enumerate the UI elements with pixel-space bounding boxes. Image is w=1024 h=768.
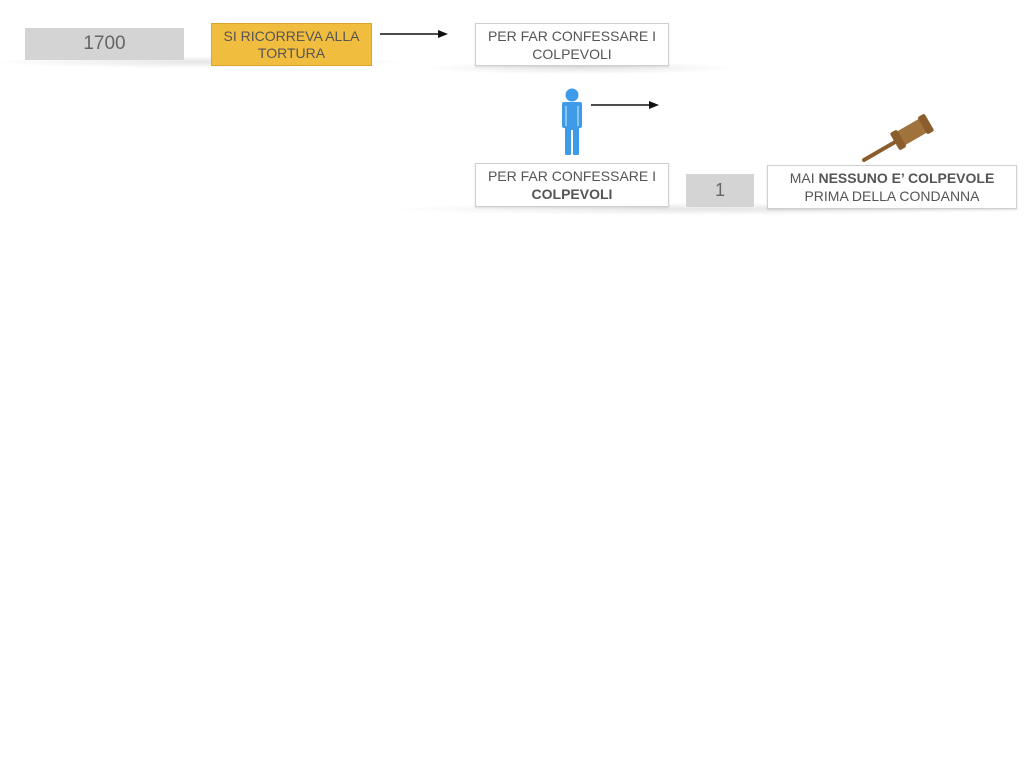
purpose-top-line2: COLPEVOLI (532, 45, 612, 62)
purpose-box-bottom: PER FAR CONFESSARE I COLPEVOLI (475, 163, 669, 207)
year-box: 1700 (25, 28, 184, 60)
number-box: 1 (686, 174, 754, 207)
torture-box: SI RICORREVA ALLA TORTURA (211, 23, 372, 66)
purpose-top-line1: PER FAR CONFESSARE I (487, 27, 657, 44)
principle-box: MAI NESSUNO E’ COLPEVOLE PRIMA DELLA CON… (767, 165, 1017, 209)
purpose-box-top: PER FAR CONFESSARE I COLPEVOLI (475, 23, 669, 66)
gavel-icon (862, 114, 934, 162)
person-icon (562, 88, 582, 155)
principle-line2: PRIMA DELLA CONDANNA (804, 188, 980, 204)
year-label: 1700 (83, 33, 126, 54)
principle-prefix: MAI (789, 170, 819, 186)
purpose-bottom-line1: PER FAR CONFESSARE I (487, 168, 657, 184)
torture-line1: SI RICORREVA ALLA (223, 27, 360, 44)
arrow-right-icon-2 (591, 101, 659, 109)
arrow-right-icon (380, 30, 448, 38)
torture-line2: TORTURA (257, 44, 326, 61)
number-label: 1 (714, 180, 725, 200)
principle-bold: NESSUNO E’ COLPEVOLE (818, 170, 995, 186)
principle-line1: MAI NESSUNO E’ COLPEVOLE (790, 169, 995, 187)
purpose-bottom-line2: COLPEVOLI (531, 186, 613, 202)
